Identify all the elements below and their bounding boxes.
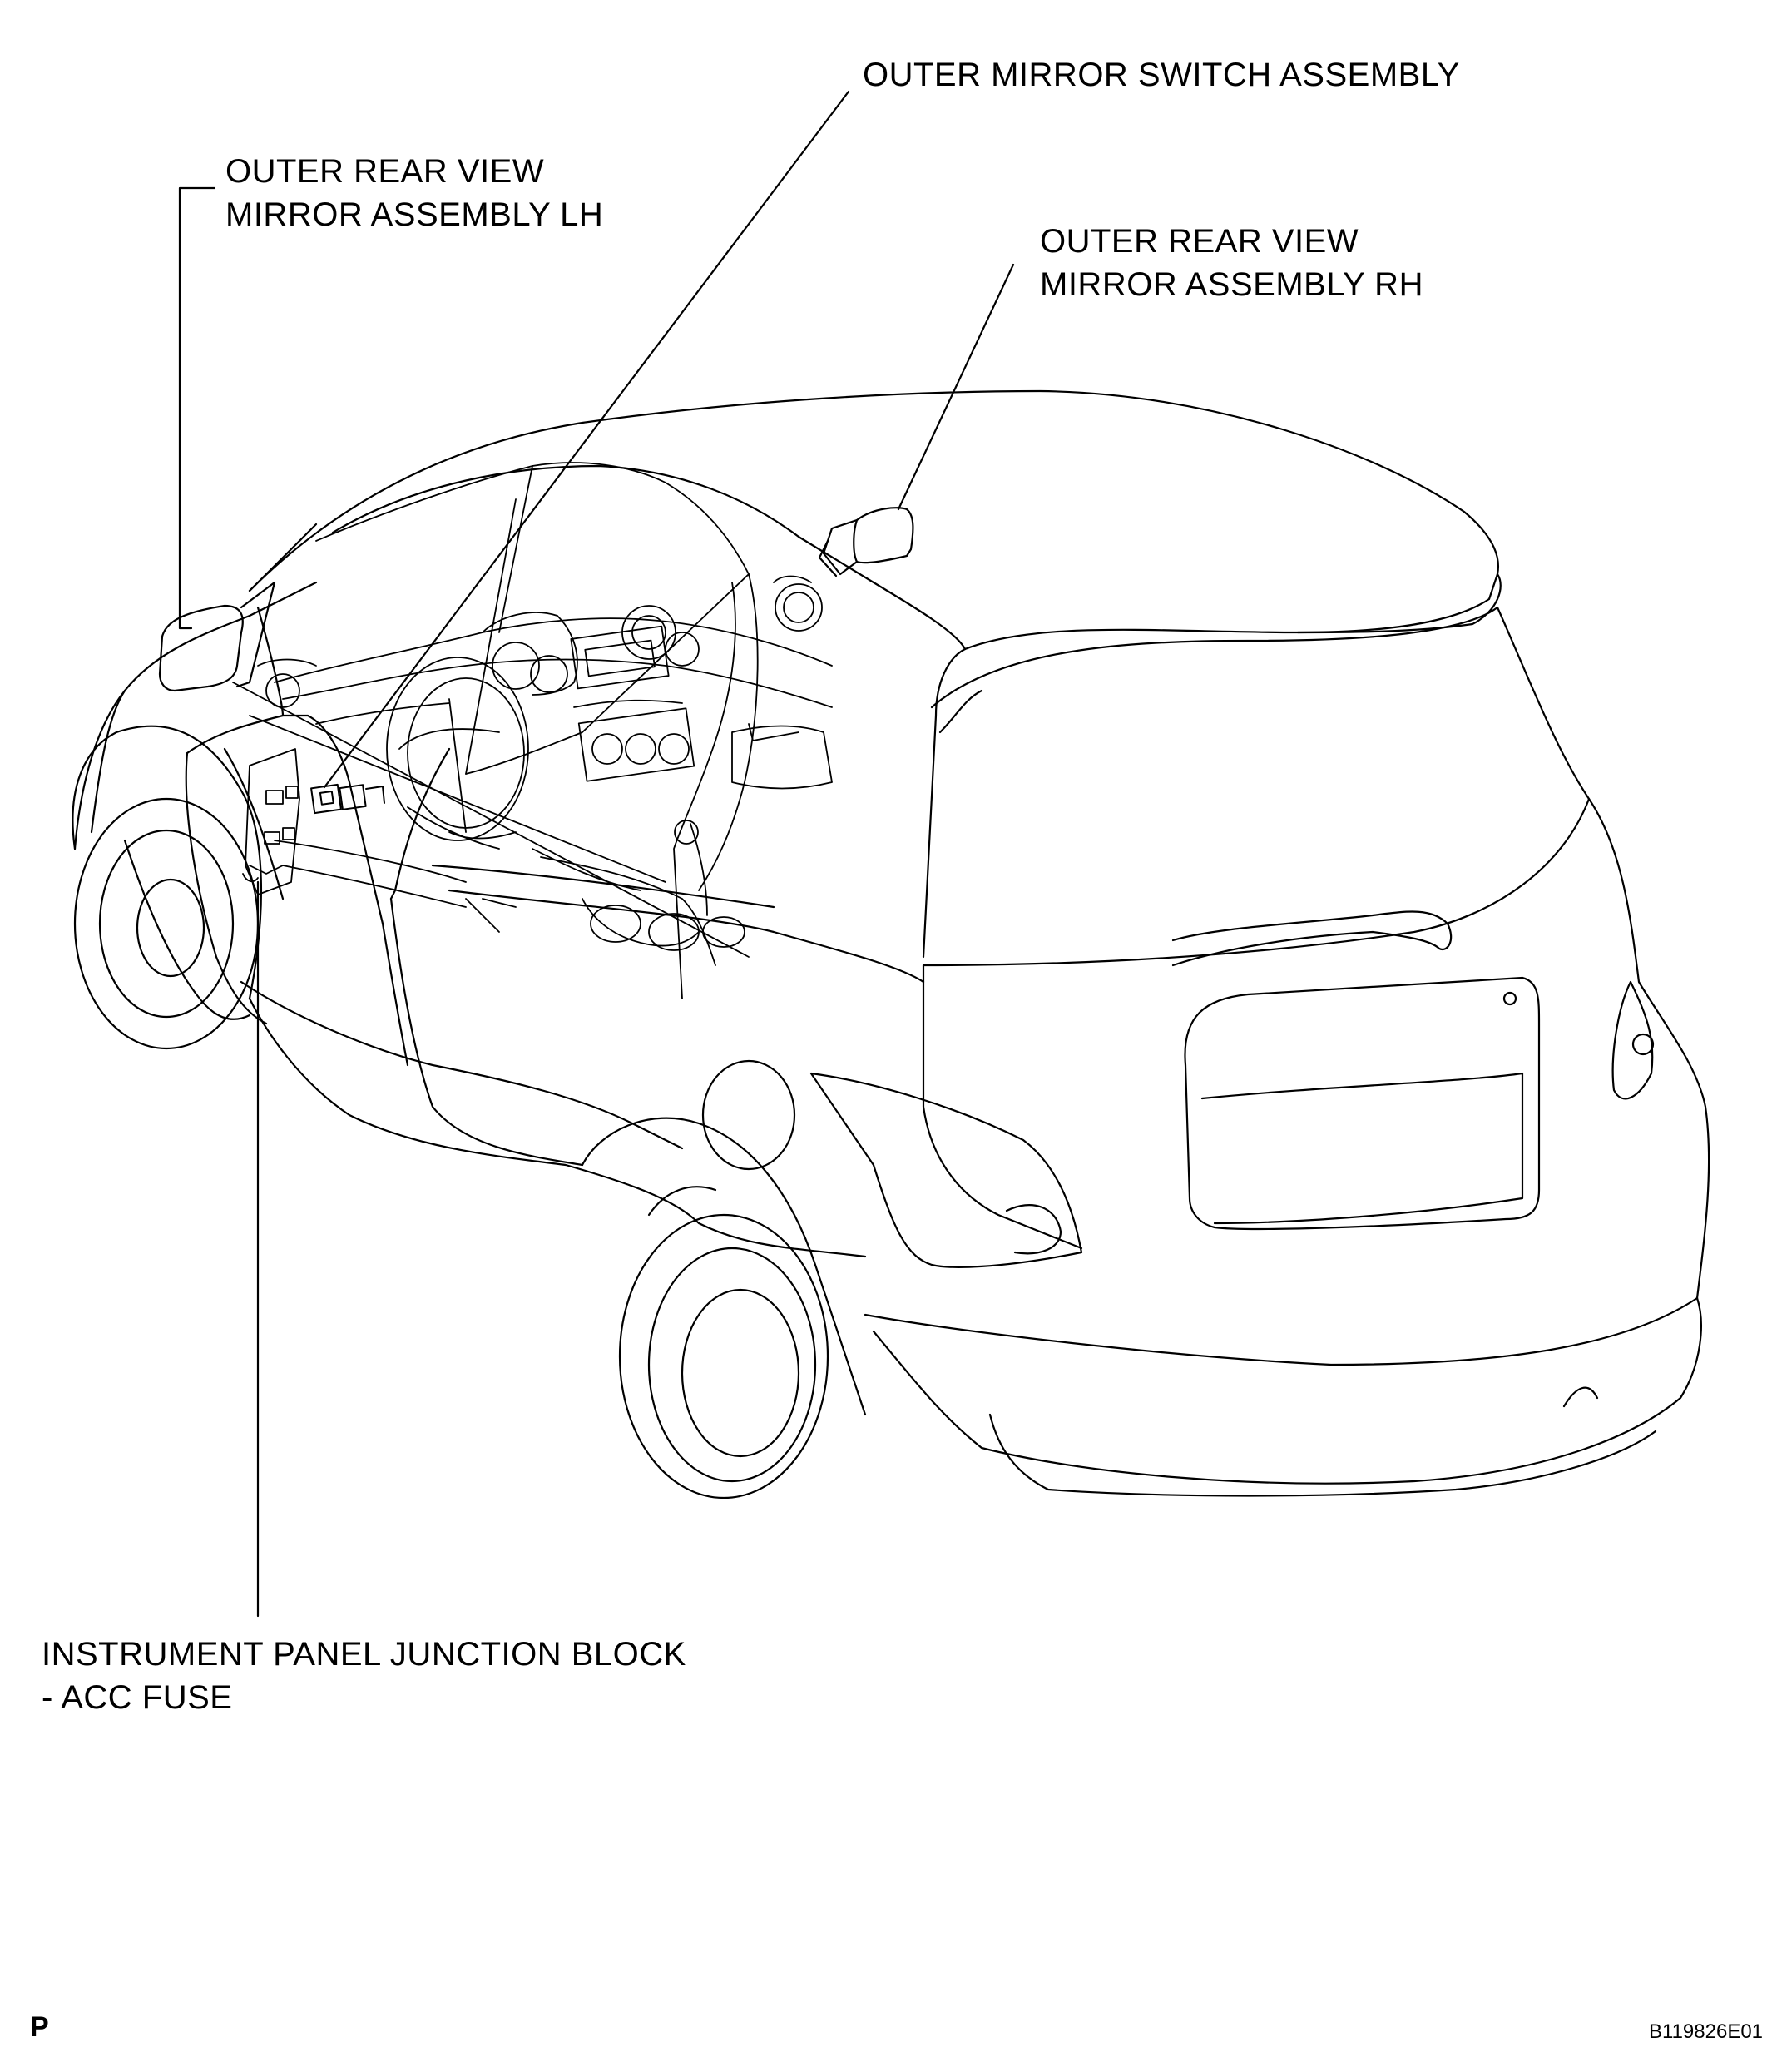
mirror-lh [160,582,275,691]
page-marker: P [30,2011,50,2043]
label-mirror-lh-line1: OUTER REAR VIEW [225,153,545,190]
label-mirror-rh-line2: MIRROR ASSEMBLY RH [1040,266,1423,303]
interior-outline [233,463,832,999]
leader-lines [180,92,1013,1616]
figure-code: B119826E01 [1649,2020,1764,2043]
leader-mirror-lh [180,188,215,628]
label-mirror-lh-line2: MIRROR ASSEMBLY LH [225,196,604,233]
car-body [72,391,1709,1498]
label-mirror-rh-line1: OUTER REAR VIEW [1040,223,1359,260]
label-mirror-rh: OUTER REAR VIEW MIRROR ASSEMBLY RH [1040,220,1423,306]
label-outer-mirror-switch: OUTER MIRROR SWITCH ASSEMBLY [863,53,1460,97]
leader-mirror-switch [324,92,849,787]
leader-mirror-rh [898,265,1013,509]
label-mirror-lh: OUTER REAR VIEW MIRROR ASSEMBLY LH [225,150,603,236]
label-junction-block-line1: INSTRUMENT PANEL JUNCTION BLOCK [42,1636,686,1673]
mirror-rh [819,508,913,576]
label-junction-block: INSTRUMENT PANEL JUNCTION BLOCK - ACC FU… [42,1633,686,1719]
label-junction-block-line2: - ACC FUSE [42,1679,233,1716]
junction-block [243,749,299,895]
label-outer-mirror-switch-text: OUTER MIRROR SWITCH ASSEMBLY [863,57,1460,93]
outer-mirror-switch [311,785,384,813]
